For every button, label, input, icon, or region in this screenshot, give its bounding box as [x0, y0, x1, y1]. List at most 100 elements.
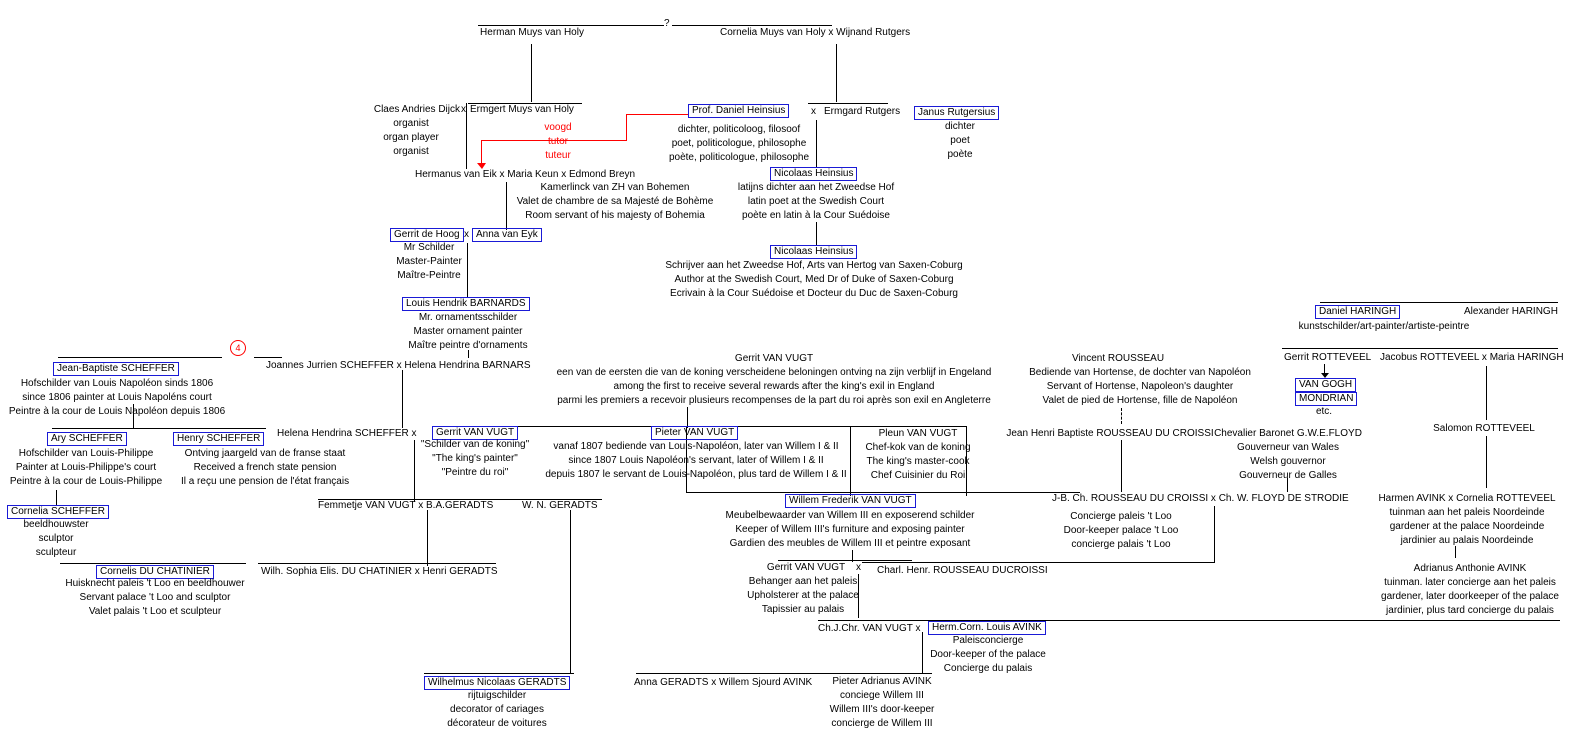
- person-willem-frederik: Willem Frederik VAN VUGT: [785, 494, 916, 508]
- role-text: parmi les premiers a recevoir plusieurs …: [557, 395, 991, 406]
- role-text: Chef-kok van de koning: [865, 442, 971, 453]
- tutor-line: [481, 140, 627, 141]
- person-helena-scheffer: Helena Hendrina SCHEFFER x: [277, 428, 417, 439]
- person-gerrit-van-vugt: Gerrit VAN VUGT: [432, 426, 519, 440]
- line: [808, 103, 888, 104]
- line: [427, 510, 428, 566]
- line: [468, 103, 582, 104]
- line: [58, 357, 222, 358]
- line: [966, 426, 967, 496]
- line: [836, 44, 837, 102]
- role-text: Il a reçu une pension de l'état français: [180, 476, 350, 487]
- role-text: Chef Cuisinier du Roi: [870, 470, 966, 481]
- person-anna-geradts: Anna GERADTS x Willem Sjourd AVINK: [634, 677, 813, 688]
- role-text: Ecrivain à la Cour Suédoise et Docteur d…: [670, 288, 958, 299]
- role-text: Author at the Swedish Court, Med Dr of D…: [674, 274, 954, 285]
- tutor-label: voogd: [544, 122, 572, 133]
- person-nicolaas-heinsius: Nicolaas Heinsius: [770, 167, 858, 181]
- line: [402, 370, 403, 428]
- role-text: gardener at the palace Noordeinde: [1389, 521, 1545, 532]
- line: [1287, 478, 1288, 492]
- line: [686, 492, 1080, 493]
- role-text: Painter at Louis-Philippe's court: [15, 462, 157, 473]
- line: [1214, 506, 1215, 562]
- line: [922, 632, 923, 674]
- marriage-x: x: [856, 562, 861, 573]
- role-text: tuinman. later concierge aan het paleis: [1384, 577, 1556, 588]
- person-pieter-adrianus: Pieter Adrianus AVINK: [832, 676, 932, 687]
- line: [1320, 302, 1558, 303]
- role-text: Valet de chambre de sa Majesté de Bohème: [516, 196, 714, 207]
- role-text: Mr Schilder: [403, 242, 455, 253]
- role-text: latin poet at the Swedish Court: [747, 196, 885, 207]
- line: [52, 428, 266, 429]
- person-anna-van-eyk: Anna van Eyk: [472, 228, 542, 242]
- role-text: organist: [393, 146, 429, 157]
- person-janus: Janus Rutgersius: [914, 106, 1000, 120]
- role-text: concierge palais 't Loo: [1071, 539, 1171, 550]
- line: [506, 182, 507, 230]
- role-text: Welsh gouvernor: [1250, 456, 1326, 467]
- role-text: dichter: [944, 121, 976, 132]
- role-text: dichter, politicoloog, filosoof: [677, 124, 801, 135]
- role-text: een van de eersten die van de koning ver…: [556, 367, 992, 378]
- person-adrianus-avink: Adrianus Anthonie AVINK: [1413, 563, 1527, 574]
- role-text: Concierge paleis 't Loo: [1070, 511, 1172, 522]
- line: [687, 407, 688, 428]
- role-text: concierge de Willem III: [831, 718, 933, 729]
- person-nicolaas-heinsius-2: Nicolaas Heinsius: [770, 245, 858, 259]
- role-text: Room servant of his majesty of Bohemia: [525, 210, 705, 221]
- line: [1282, 348, 1558, 349]
- role-text: Master ornament painter: [413, 326, 523, 337]
- person-gerrit-de-hoog: Gerrit de Hoog: [390, 228, 464, 242]
- line: [570, 510, 571, 674]
- person-gerrit-rotteveel: Gerrit ROTTEVEEL: [1284, 352, 1372, 363]
- role-text: since 1806 painter at Louis Napoléns cou…: [22, 392, 212, 403]
- role-text: Door-keeper palace 't Loo: [1063, 525, 1179, 536]
- line: [862, 562, 1215, 563]
- role-text: Gouverneur de Galles: [1239, 470, 1337, 481]
- person-salomon-rotteveel: Salomon ROTTEVEEL: [1433, 423, 1535, 434]
- line: [318, 499, 602, 500]
- person-wilh-sophia: Wilh. Sophia Elis. DU CHATINIER x Henri …: [261, 566, 498, 577]
- role-text: décorateur de voitures: [447, 718, 547, 729]
- person-femmetje: Femmetje VAN VUGT x B.A.GERADTS: [318, 500, 494, 511]
- role-text: among the first to receive several rewar…: [613, 381, 935, 392]
- role-text: conciege Willem III: [840, 690, 924, 701]
- person-floyd: Chevalier Baronet G.W.E.FLOYD: [1214, 428, 1362, 439]
- marriage-x: x: [811, 106, 816, 117]
- tutor-line: [626, 114, 627, 140]
- role-text: vanaf 1807 bediende van Louis-Napoléon, …: [553, 441, 839, 452]
- tutor-line: [481, 140, 482, 165]
- role-text: beeldhouwster: [23, 519, 89, 530]
- role-text: Willem III's door-keeper: [829, 704, 935, 715]
- role-text: tuinman aan het paleis Noordeinde: [1389, 507, 1545, 518]
- role-text: jardinier, plus tard concierge du palais: [1386, 605, 1554, 616]
- role-text: Valet palais 't Loo et sculpteur: [88, 606, 222, 617]
- role-text: jardinier au palais Noordeinde: [1400, 535, 1534, 546]
- line: [1486, 436, 1487, 488]
- role-text: rijtuigschilder: [467, 690, 527, 701]
- reference-marker: 4: [230, 340, 246, 356]
- role-text: Master-Painter: [396, 256, 462, 267]
- line: [468, 350, 469, 358]
- line: [1486, 366, 1487, 420]
- role-text: Paleisconcierge: [952, 635, 1024, 646]
- line: [254, 357, 282, 358]
- role-text: Kamerlinck van ZH van Bohemen: [540, 182, 690, 193]
- role-text: poète, politicologue, philosophe: [668, 152, 810, 163]
- line: [258, 563, 496, 564]
- line: [467, 243, 468, 297]
- marriage-x: x: [461, 104, 466, 115]
- line: [816, 222, 817, 245]
- person-joannes: Joannes Jurrien SCHEFFER x Helena Hendri…: [266, 360, 531, 371]
- person-van-gogh: VAN GOGH: [1295, 378, 1357, 392]
- person-wilhelmus-geradts: Wilhelmus Nicolaas GERADTS: [424, 676, 571, 690]
- role-text: decorator of cariages: [450, 704, 544, 715]
- line: [1121, 408, 1123, 424]
- person-hermanus: Hermanus van Eik x Maria Keun x Edmond B…: [415, 169, 636, 180]
- role-text: etc.: [1315, 406, 1333, 417]
- role-text: Bediende van Hortense, de dochter van Na…: [1029, 367, 1251, 378]
- role-text: Maître peintre d'ornaments: [408, 340, 528, 351]
